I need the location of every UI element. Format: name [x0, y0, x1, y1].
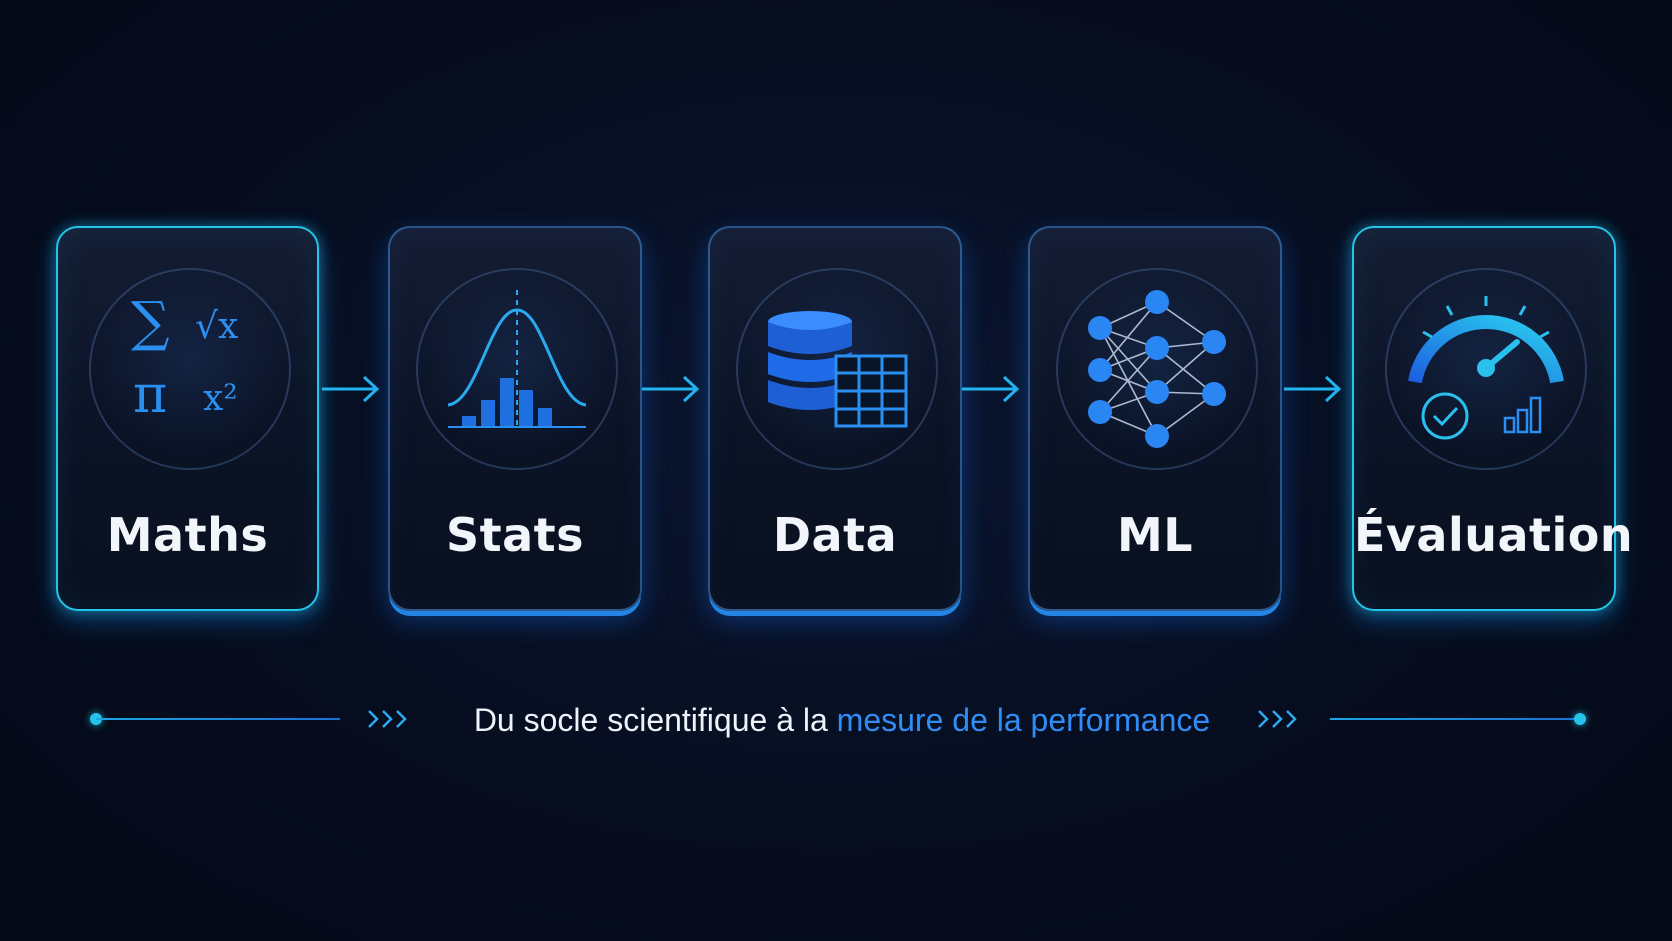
step-label: Data	[772, 508, 898, 562]
tagline-text: Du socle scientifique à la mesure de la …	[442, 700, 1242, 740]
step-card-stats: Stats	[388, 226, 642, 611]
database-table-icon	[736, 268, 938, 470]
step-card-maths: ∑ √x π x² Maths	[56, 226, 319, 611]
math-symbols-icon: ∑ √x π x²	[88, 268, 291, 470]
arrow-right-icon	[962, 375, 1020, 403]
triple-chevron-icon	[368, 710, 407, 728]
speedometer-gauge-icon	[1385, 268, 1587, 470]
timeline-line-left	[96, 718, 340, 720]
svg-text:√x: √x	[195, 306, 238, 347]
triple-chevron-icon	[1258, 710, 1297, 728]
tagline-highlight: mesure de la performance	[836, 702, 1211, 738]
svg-text:x²: x²	[203, 378, 238, 419]
arrow-right-icon	[1284, 375, 1342, 403]
step-card-ml: ML	[1028, 226, 1282, 611]
step-label: Maths	[106, 508, 269, 562]
step-card-evaluation: Évaluation	[1352, 226, 1634, 611]
step-label: Stats	[445, 508, 585, 562]
neural-network-icon	[1056, 268, 1258, 470]
step-label: Évaluation	[1354, 508, 1634, 562]
step-label: ML	[1116, 508, 1194, 562]
arrow-right-icon	[642, 375, 700, 403]
tagline-prefix: Du socle scientifique à la	[473, 702, 837, 738]
timeline-line-right	[1330, 718, 1576, 720]
bell-curve-histogram-icon	[416, 268, 618, 470]
tagline-timeline: Du socle scientifique à la mesure de la …	[90, 700, 1592, 740]
svg-text:∑: ∑	[131, 290, 170, 353]
svg-text:π: π	[133, 365, 167, 425]
arrow-right-icon	[322, 375, 380, 403]
step-card-data: Data	[708, 226, 962, 611]
timeline-end-dot	[1574, 713, 1586, 725]
